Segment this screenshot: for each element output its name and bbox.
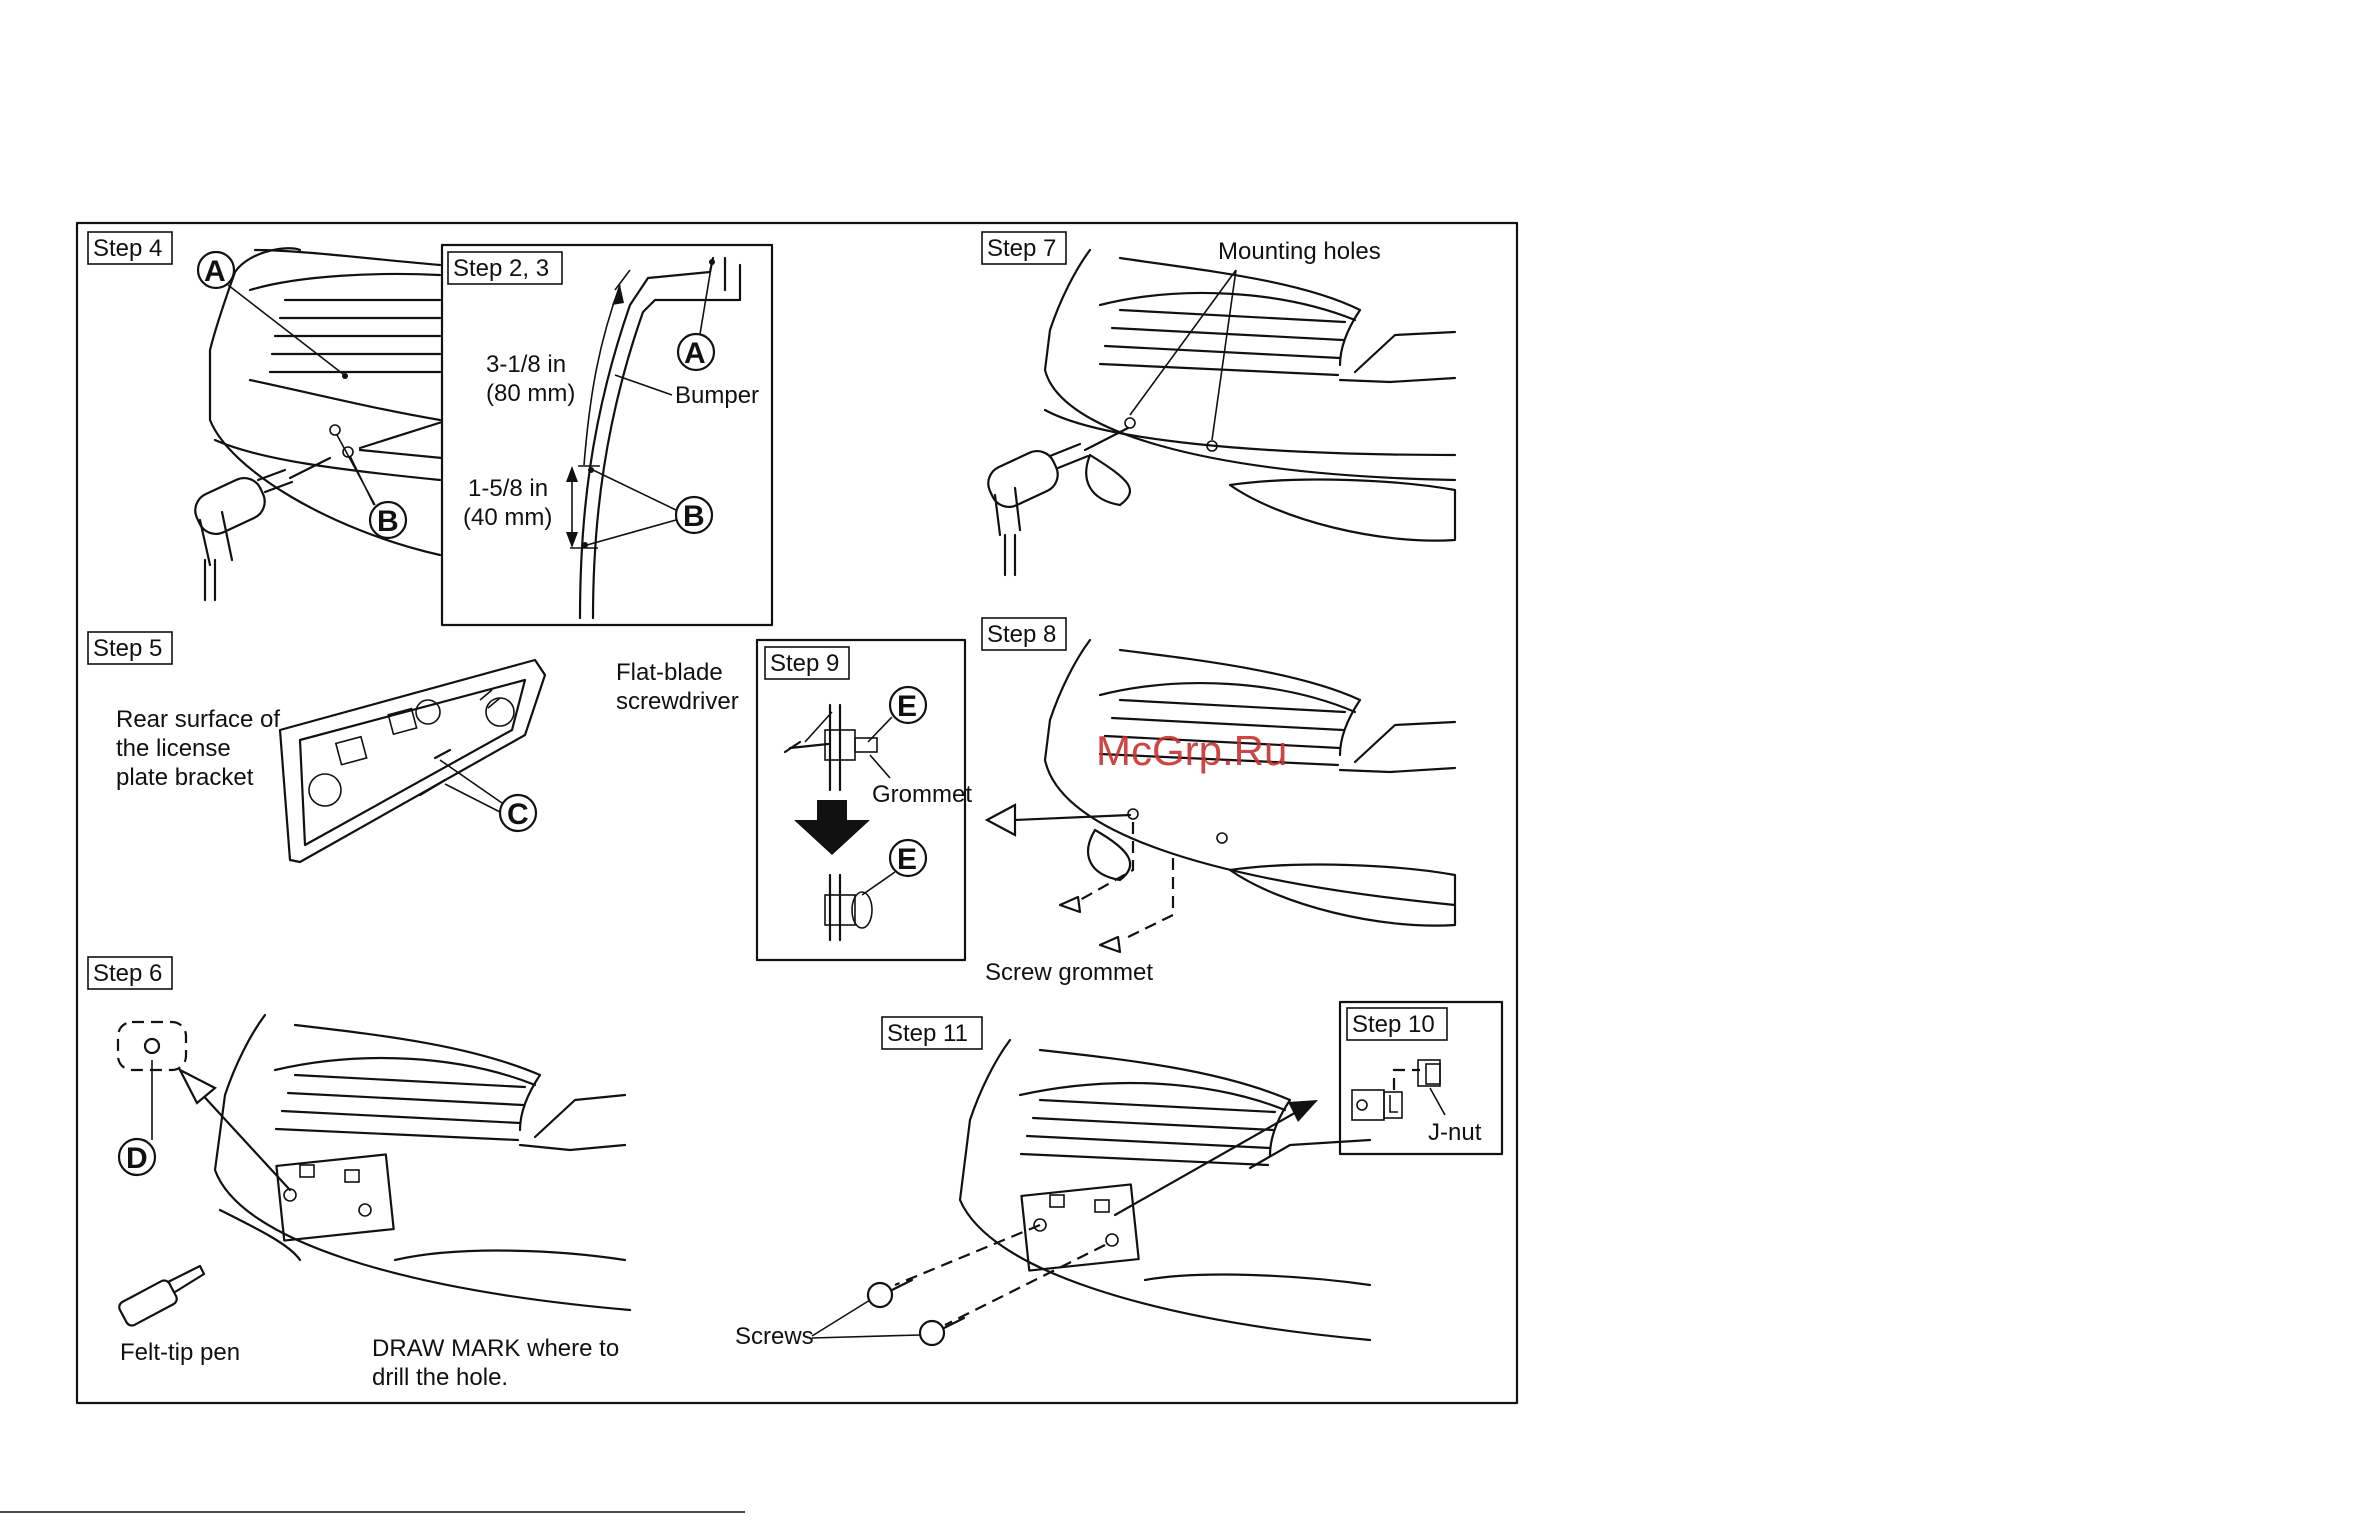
flat-blade-text-1: Flat-blade <box>616 659 723 686</box>
mounting-holes-label: Mounting holes <box>1218 238 1381 265</box>
step7-label: Step 7 <box>987 235 1056 262</box>
rear-surface-text-3: plate bracket <box>116 764 254 791</box>
left-arrow-icon <box>987 805 1015 835</box>
callout-b-detail: B <box>683 500 705 533</box>
step11-panel: Step 11 Screws <box>735 1017 1370 1350</box>
down-arrow-icon <box>794 800 870 855</box>
grommet-detail-2 <box>825 875 872 940</box>
flat-blade-text-2: screwdriver <box>616 688 739 715</box>
step10-panel: Step 10 J-nut <box>1340 1002 1502 1154</box>
step9-label: Step 9 <box>770 650 839 677</box>
felt-tip-pen-icon <box>117 1266 204 1328</box>
rear-surface-text-2: the license <box>116 735 231 762</box>
grommet-detail-1 <box>785 705 877 790</box>
callout-a-detail: A <box>684 337 706 370</box>
step10-label: Step 10 <box>1352 1011 1435 1038</box>
hole-b1 <box>330 425 340 435</box>
dim1-text-2: (80 mm) <box>486 380 575 407</box>
j-nut-icon <box>1352 1060 1440 1120</box>
bumper-label: Bumper <box>675 382 759 409</box>
step11-grille <box>1021 1100 1275 1165</box>
step11-label: Step 11 <box>887 1020 968 1047</box>
step4-grille <box>270 300 440 372</box>
watermark: McGrp.Ru <box>1096 727 1287 774</box>
rear-surface-text-1: Rear surface of <box>116 706 280 733</box>
dim2-text-2: (40 mm) <box>463 504 552 531</box>
callout-a: A <box>204 255 226 288</box>
callout-b: B <box>377 505 399 538</box>
drill-icon <box>189 458 330 600</box>
dim2-text-1: 1-5/8 in <box>468 475 548 502</box>
callout-d: D <box>126 1142 148 1175</box>
screw-icon-2 <box>920 1318 964 1345</box>
step9-panel: Flat-blade screwdriver Step 9 E Grommet … <box>616 640 972 960</box>
dim1-text-1: 3-1/8 in <box>486 351 566 378</box>
grommet-label: Grommet <box>872 781 972 808</box>
step6-panel: Step 6 D Felt-tip pen <box>88 957 630 1391</box>
screw-icon-1 <box>868 1280 912 1307</box>
step5-label: Step 5 <box>93 635 162 662</box>
diagram-frame <box>77 223 1517 1403</box>
draw-mark-text-1: DRAW MARK where to <box>372 1335 619 1362</box>
step4-panel: Step 4 A B <box>88 232 442 600</box>
license-plate-bracket <box>280 660 545 862</box>
step6-label: Step 6 <box>93 960 162 987</box>
step4-label: Step 4 <box>93 235 162 262</box>
draw-mark-text-2: drill the hole. <box>372 1364 508 1391</box>
mounting-hole-1 <box>1125 418 1135 428</box>
callout-e-2: E <box>897 843 917 876</box>
screws-label: Screws <box>735 1323 814 1350</box>
step6-grille <box>276 1075 525 1140</box>
screw-grommet-label: Screw grommet <box>985 959 1153 986</box>
callout-c: C <box>507 798 529 831</box>
felt-tip-pen-label: Felt-tip pen <box>120 1339 240 1366</box>
step5-panel: Step 5 Rear surface of the license plate… <box>88 632 545 862</box>
step7-panel: Step 7 Mounting holes <box>982 232 1455 575</box>
callout-e-1: E <box>897 690 917 723</box>
up-left-arrow-icon <box>180 1070 215 1103</box>
step8-label: Step 8 <box>987 621 1056 648</box>
j-nut-label: J-nut <box>1428 1119 1482 1146</box>
up-right-arrow-icon <box>1288 1100 1318 1122</box>
step23-label: Step 2, 3 <box>453 255 549 282</box>
step8-panel: Step 8 Screw grommet McGrp.Ru <box>982 618 1455 986</box>
step23-panel: Step 2, 3 3-1/8 in (80 mm) Bumper A 1-5/… <box>442 245 772 625</box>
bracket-on-bumper-6 <box>276 1154 393 1240</box>
